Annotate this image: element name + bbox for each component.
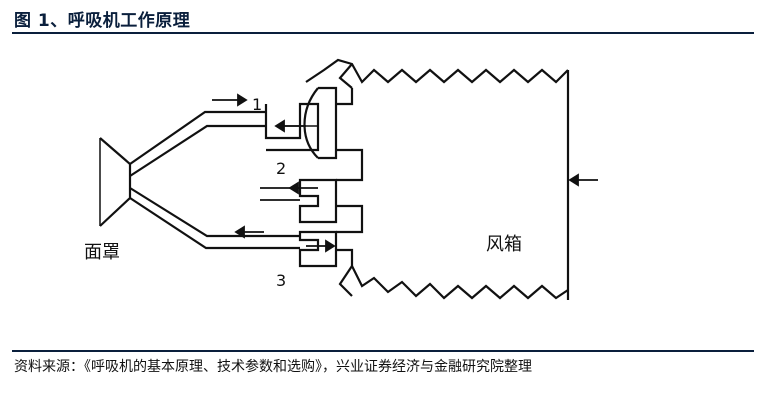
bellows-left-top <box>338 63 353 89</box>
inlet-arrow-1-head <box>237 93 248 107</box>
figure-title: 图 1、呼吸机工作原理 <box>14 11 191 31</box>
source-note: 资料来源：《呼吸机的基本原理、技术参数和选购》，兴业证券经济与金融研究院整理 <box>14 359 532 375</box>
valve2-flow-arrow-head <box>288 181 299 195</box>
diaphragm-cap <box>318 86 338 160</box>
bellows-top <box>305 58 569 84</box>
diaphragm <box>303 87 319 159</box>
valve3-body <box>298 230 338 268</box>
expiratory-arrow-head <box>234 225 245 239</box>
bellows-push-arrow-head <box>568 173 579 187</box>
title-divider <box>12 32 754 34</box>
source-divider <box>12 350 754 352</box>
label-valve3: 3 <box>276 271 286 290</box>
lower-connector <box>336 204 364 234</box>
valve3-flow-arrow-head <box>325 239 336 253</box>
label-valve1: 1 <box>252 95 262 114</box>
label-valve2: 2 <box>276 159 286 178</box>
lower-tube-outer <box>129 197 300 250</box>
upper-tube-inner <box>129 124 266 177</box>
label-mask: 面罩 <box>84 242 120 263</box>
bellows-bottom <box>351 265 569 300</box>
bellows-left-bottom <box>338 265 353 297</box>
valve1-flow-arrow-head <box>274 119 285 133</box>
lower-tube-inner <box>129 187 300 238</box>
upper-connector <box>336 88 354 106</box>
mid-connector <box>336 148 364 182</box>
bottom-connector <box>336 248 354 266</box>
mask-outline <box>99 137 132 227</box>
label-bellows: 风箱 <box>486 234 522 255</box>
valve2-body <box>298 178 338 224</box>
valve1-body <box>264 102 320 152</box>
upper-tube-outer <box>129 110 266 165</box>
